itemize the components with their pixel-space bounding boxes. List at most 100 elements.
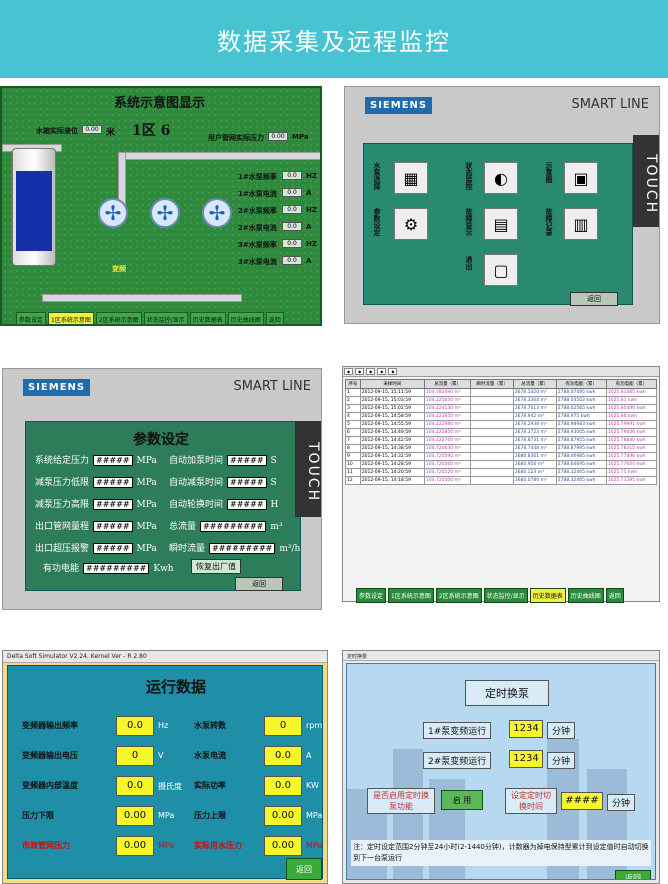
table-toolbar: ◆◆◆◆◆ [343,367,659,377]
nav-tab[interactable]: 返回 [605,588,624,603]
runtime-unit: V [158,751,164,760]
runtime-label: 变频器输出电压 [22,751,78,760]
runtime-value: 0 [116,746,154,766]
runtime-unit: KW [306,781,319,790]
enable-button[interactable]: 启 用 [441,790,483,810]
table-cell: 104.225050 m³ [423,396,472,405]
table-cell: 2012-09-15, 14:49:59 [359,428,425,437]
pump-status-value: 0.0 [282,256,302,265]
exit-icon[interactable]: ▢ [484,254,518,286]
table-cell: 104.222850 m³ [423,428,472,437]
back-button[interactable]: 返回 [235,577,283,591]
nav-tab[interactable]: 参数设定 [16,312,47,324]
table-cell: 2 [345,396,361,405]
table-cell: 1025.75 kwh [605,468,658,477]
param-value[interactable]: ##### [227,499,267,510]
table-header: 序号 [345,379,361,389]
table-cell: 11 [345,468,361,477]
toolbar-btn[interactable]: ◆ [344,368,354,375]
param-row-left: 出口超压报警#####MPa [35,541,157,554]
nav-tab[interactable]: 返回 [265,312,284,324]
table-cell: 2012-09-15, 14:28:59 [359,460,425,469]
nav-tab[interactable]: 1区系统示意图 [48,312,94,324]
nav-tab[interactable]: 历史曲线图 [567,588,604,603]
diagram-icon[interactable]: ▣ [564,162,598,194]
param-value[interactable]: ##### [227,455,267,466]
fault-display-icon[interactable]: ▤ [484,208,518,240]
param-value[interactable]: ######### [209,543,276,554]
nav-tab[interactable]: 状态监控/显示 [483,588,528,603]
runtime-label: 市政管网压力 [22,841,70,850]
water-level-label: 水箱实际液位 [36,127,78,135]
nav-tab[interactable]: 2区系统示意图 [95,312,142,324]
pump1-label: 1#泵变频运行 [423,722,492,739]
param-value[interactable]: ######### [200,521,267,532]
param-value[interactable]: ##### [93,543,133,554]
table-cell [470,396,514,405]
table-cell: 104.720630 m³ [423,444,472,453]
param-text: 出口超压报警 [35,544,90,554]
pump-status-value: 0.0 [282,239,302,248]
pump2-value[interactable]: 1234 [509,750,543,768]
nav-tab[interactable]: 参数设定 [356,588,387,603]
nav-tab[interactable]: 2区系统示意图 [435,588,482,603]
pump-select-icon[interactable]: ▦ [394,162,428,194]
toolbar-btn[interactable]: ◆ [388,368,398,375]
table-cell [470,452,514,461]
back-button[interactable]: 返回 [615,870,651,879]
switch-value[interactable]: #### [561,792,603,810]
param-text: MPa [136,500,157,510]
param-value[interactable]: ##### [93,455,133,466]
param-text: 自动轮换时间 [169,500,224,510]
toolbar-btn[interactable]: ◆ [355,368,365,375]
param-text: 出口管网量程 [35,522,90,532]
pump-status-label: 1#水泵电流 [238,190,277,198]
settings-title: 参数设定 [133,432,189,448]
param-text: 系统给定压力 [35,456,90,466]
nav-tab[interactable]: 历史曲线图 [227,312,264,324]
param-settings-icon[interactable]: ⚙ [394,208,428,240]
table-cell [470,388,514,397]
param-text: MPa [136,522,157,532]
pump-status-unit: A [306,189,312,197]
energy-value[interactable]: ######### [83,563,150,574]
param-value[interactable]: ##### [93,477,133,488]
table-cell: 2012-09-15, 14:55:59 [359,420,425,429]
param-value[interactable]: ##### [93,521,133,532]
param-text: MPa [136,478,157,488]
table-cell: 2788.975 kwh [555,412,607,421]
table-cell [470,428,514,437]
status-monitor-icon[interactable]: ◐ [484,162,518,194]
nav-tab[interactable]: 1区系统示意图 [388,588,434,603]
switch-unit: 分钟 [607,794,636,811]
nav-tab[interactable]: 历史数据表 [189,312,226,324]
param-value[interactable]: ##### [227,477,267,488]
pump1-value[interactable]: 1234 [509,720,543,738]
table-cell [470,468,514,477]
param-text: S [270,478,277,488]
param-value[interactable]: ##### [93,499,133,510]
window-title: 定时换泵 [343,651,659,661]
fault-log-icon[interactable]: ▥ [564,208,598,240]
table-cell: 1025.78315 kwh [605,444,658,453]
banner-title: 数据采集及远程监控 [217,27,451,56]
energy-row: 有功电能#########Kwh [43,561,174,574]
back-button[interactable]: 返回 [570,292,618,306]
pump-status-value: 0.0 [282,205,302,214]
back-button[interactable]: 返回 [286,858,322,880]
toolbar-btn[interactable]: ◆ [377,368,387,375]
history-table-screen: ◆◆◆◆◆ 序号采样时间总流量（累）瞬时流量（累）总流量（累）有功电能（累）有功… [342,366,660,602]
factory-reset-button[interactable]: 恢复出厂值 [191,559,241,574]
nav-tab[interactable]: 状态监控/显示 [143,312,188,324]
water-tank [12,148,56,266]
nav-tab[interactable]: 历史数据表 [529,588,566,603]
toolbar-btn[interactable]: ◆ [366,368,376,375]
table-cell: 3678.3723 m³ [512,428,557,437]
table-cell: 2788.64695 kwh [555,460,607,469]
runtime-value: 0.0 [264,746,302,766]
